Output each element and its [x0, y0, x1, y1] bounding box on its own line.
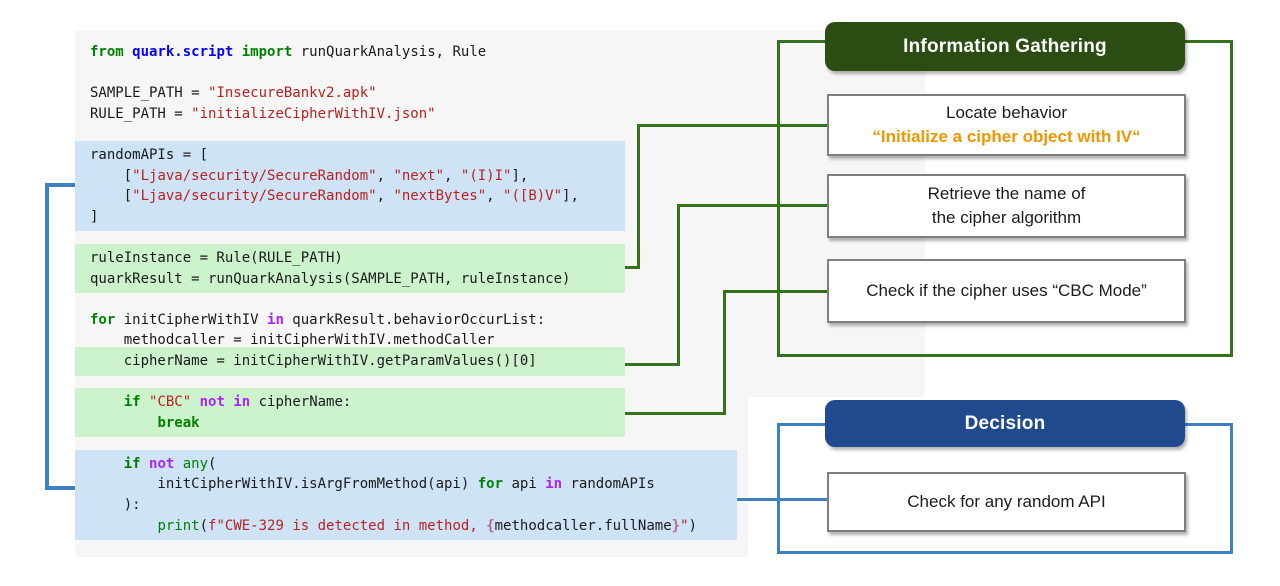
- connector-randomapi-horizontal: [737, 498, 827, 501]
- code-line: ]: [90, 208, 99, 225]
- code-line: [75, 124, 765, 145]
- code-line: initCipherWithIV.isArgFromMethod(api) fo…: [90, 476, 655, 493]
- code-highlight-green: [75, 244, 625, 294]
- box-text-line: the cipher algorithm: [931, 208, 1082, 227]
- random-apis-bracket-top: [45, 183, 75, 187]
- code-line: print(f"CWE-329 is detected in method, {…: [157, 517, 697, 534]
- code-line: break: [157, 414, 200, 431]
- code-line: [75, 63, 765, 84]
- code-line: [75, 372, 765, 393]
- code-line: methodcaller = initCipherWithIV.methodCa…: [90, 332, 495, 349]
- code-line: ):: [90, 497, 141, 514]
- box-text-line: “Initialize a cipher object with IV“: [872, 127, 1141, 146]
- code-line: [75, 227, 765, 248]
- code-line: for initCipherWithIV in quarkResult.beha…: [90, 311, 546, 328]
- code-highlight-blue: [75, 450, 737, 541]
- connector-cbc-horizontal-bottom: [625, 412, 726, 415]
- code-line: if not any(: [123, 455, 217, 472]
- code-line: SAMPLE_PATH = "InsecureBankv2.apk": [90, 85, 377, 102]
- connector-ciphername-horizontal-bottom: [625, 363, 680, 366]
- code-block: from quark.script import runQuarkAnalysi…: [75, 42, 765, 536]
- code-line: ["Ljava/security/SecureRandom", "next", …: [90, 167, 529, 184]
- connector-rule-horizontal-top: [637, 124, 827, 127]
- code-line: [75, 433, 765, 454]
- code-line: ruleInstance = Rule(RULE_PATH): [90, 249, 343, 266]
- connector-cbc-vertical: [723, 290, 726, 415]
- connector-ciphername-vertical: [677, 204, 680, 366]
- code-highlight-green: [75, 347, 625, 376]
- check-cbc-box: Check if the cipher uses “CBC Mode”: [827, 259, 1186, 323]
- info-gathering-header: Information Gathering: [825, 22, 1185, 71]
- code-highlight-blue: [75, 141, 625, 232]
- box-text-line: Locate behavior: [946, 103, 1067, 122]
- code-line: cipherName = initCipherWithIV.getParamVa…: [90, 352, 537, 369]
- box-text-line: Check for any random API: [907, 492, 1106, 511]
- locate-behavior-box: Locate behavior “Initialize a cipher obje…: [827, 94, 1186, 156]
- random-apis-bracket-vertical: [45, 183, 49, 490]
- decision-title: Decision: [964, 412, 1046, 434]
- decision-header: Decision: [825, 400, 1185, 447]
- connector-cbc-horizontal-top: [723, 290, 827, 293]
- connector-rule-vertical: [637, 124, 640, 269]
- code-line: randomAPIs = [: [90, 146, 209, 163]
- info-gathering-title: Information Gathering: [903, 35, 1107, 57]
- connector-ciphername-horizontal-top: [677, 204, 827, 207]
- code-line: from quark.script import runQuarkAnalysi…: [90, 44, 487, 60]
- connector-rule-horizontal-bottom: [625, 266, 640, 269]
- code-line: if "CBC" not in cipherName:: [123, 394, 352, 411]
- retrieve-name-box: Retrieve the name of the cipher algorithm: [827, 174, 1186, 238]
- code-highlight-green: [75, 388, 625, 438]
- box-text-line: Check if the cipher uses “CBC Mode”: [866, 281, 1147, 300]
- check-random-api-box: Check for any random API: [827, 472, 1186, 532]
- box-text-line: Retrieve the name of: [927, 184, 1086, 203]
- code-line: RULE_PATH = "initializeCipherWithIV.json…: [90, 105, 436, 122]
- random-apis-bracket-bottom: [45, 486, 75, 490]
- code-line: quarkResult = runQuarkAnalysis(SAMPLE_PA…: [90, 270, 571, 287]
- code-line: [75, 289, 765, 310]
- code-line: ["Ljava/security/SecureRandom", "nextByt…: [90, 188, 579, 205]
